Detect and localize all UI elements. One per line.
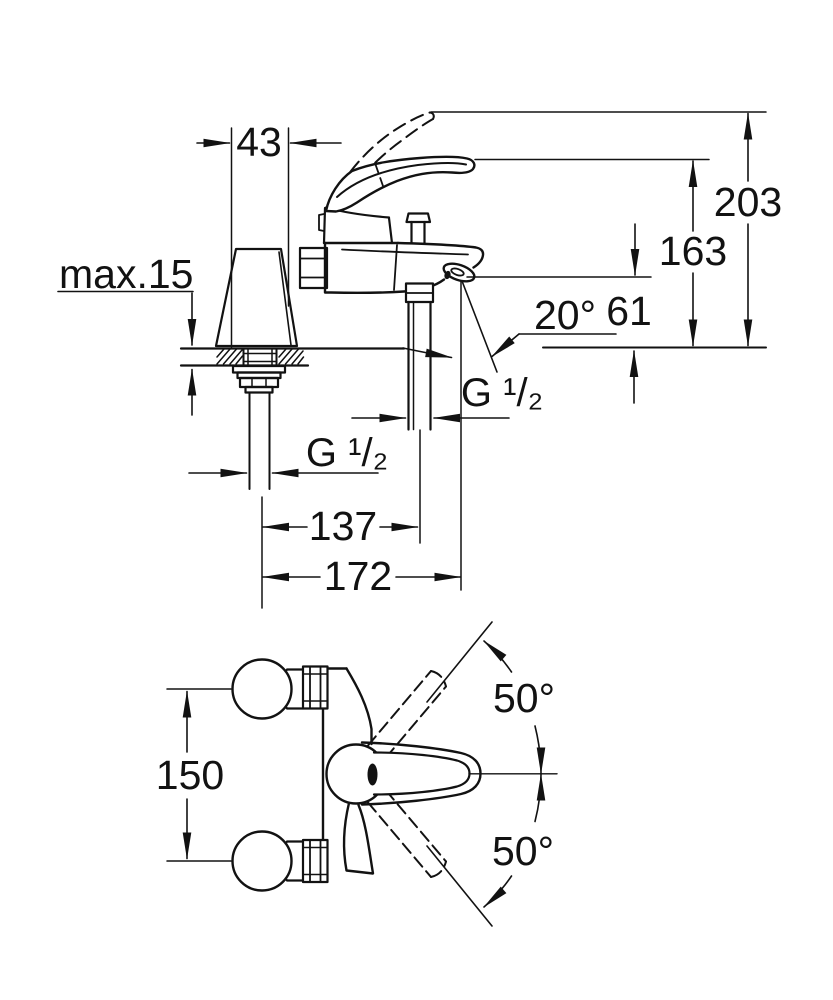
dimension-203: 203	[714, 112, 782, 347]
deck-hatching	[216, 348, 305, 365]
handle-swing-angles: 50° 50°	[426, 621, 558, 927]
dimension-61: 61	[606, 223, 652, 404]
dimension-g12-supply: G ¹/₂	[188, 431, 388, 478]
spout-mousseur	[442, 262, 476, 283]
deck-section	[179, 346, 767, 367]
dim-50deg-lower-label: 50°	[492, 828, 554, 874]
dim-50deg-upper-label: 50°	[493, 675, 555, 721]
spout-angle-geometry	[402, 280, 617, 591]
lever-handle-front	[360, 741, 482, 806]
handle-swing-dashed	[367, 670, 447, 878]
dim-43-label: 43	[236, 119, 282, 165]
dim-163-label: 163	[659, 228, 727, 274]
dimension-163: 163	[659, 160, 727, 347]
dim-61-label: 61	[606, 288, 652, 334]
dim-g12-supply-label: G ¹/₂	[306, 431, 388, 475]
side-elevation-view: 43 203 163 61 20° max.15	[57, 111, 782, 609]
faucet-body-spout	[318, 206, 485, 294]
dim-g12-hose-label: G ¹/₂	[461, 371, 543, 415]
hose-connector	[404, 282, 435, 431]
dimension-172: 172	[262, 553, 462, 599]
extension-lines	[230, 111, 767, 609]
dim-137-label: 137	[309, 503, 377, 549]
s-union-bottom	[231, 830, 329, 892]
dimension-150: 150	[156, 688, 232, 862]
dimension-g12-hose: G ¹/₂	[351, 371, 543, 423]
supply-shank	[231, 348, 287, 490]
dimension-max15: max.15	[57, 251, 197, 416]
dim-203-label: 203	[714, 179, 782, 225]
dim-max15-label: max.15	[59, 251, 193, 297]
dim-20deg-label: 20°	[534, 292, 596, 338]
dim-150-label: 150	[156, 752, 224, 798]
dimension-43: 43	[196, 119, 342, 165]
escutcheon-cone	[214, 246, 329, 348]
diverter-knob	[405, 212, 432, 245]
dimension-137: 137	[262, 503, 419, 549]
dim-172-label: 172	[324, 553, 392, 599]
lever-handle-side	[324, 155, 476, 213]
cartridge-dome	[318, 206, 394, 245]
s-union-top	[231, 658, 329, 720]
union-nut	[298, 246, 329, 290]
dimension-20deg: 20°	[534, 292, 596, 338]
front-elevation-view: 50° 50° 150	[156, 621, 558, 927]
lever-hole	[367, 763, 378, 786]
